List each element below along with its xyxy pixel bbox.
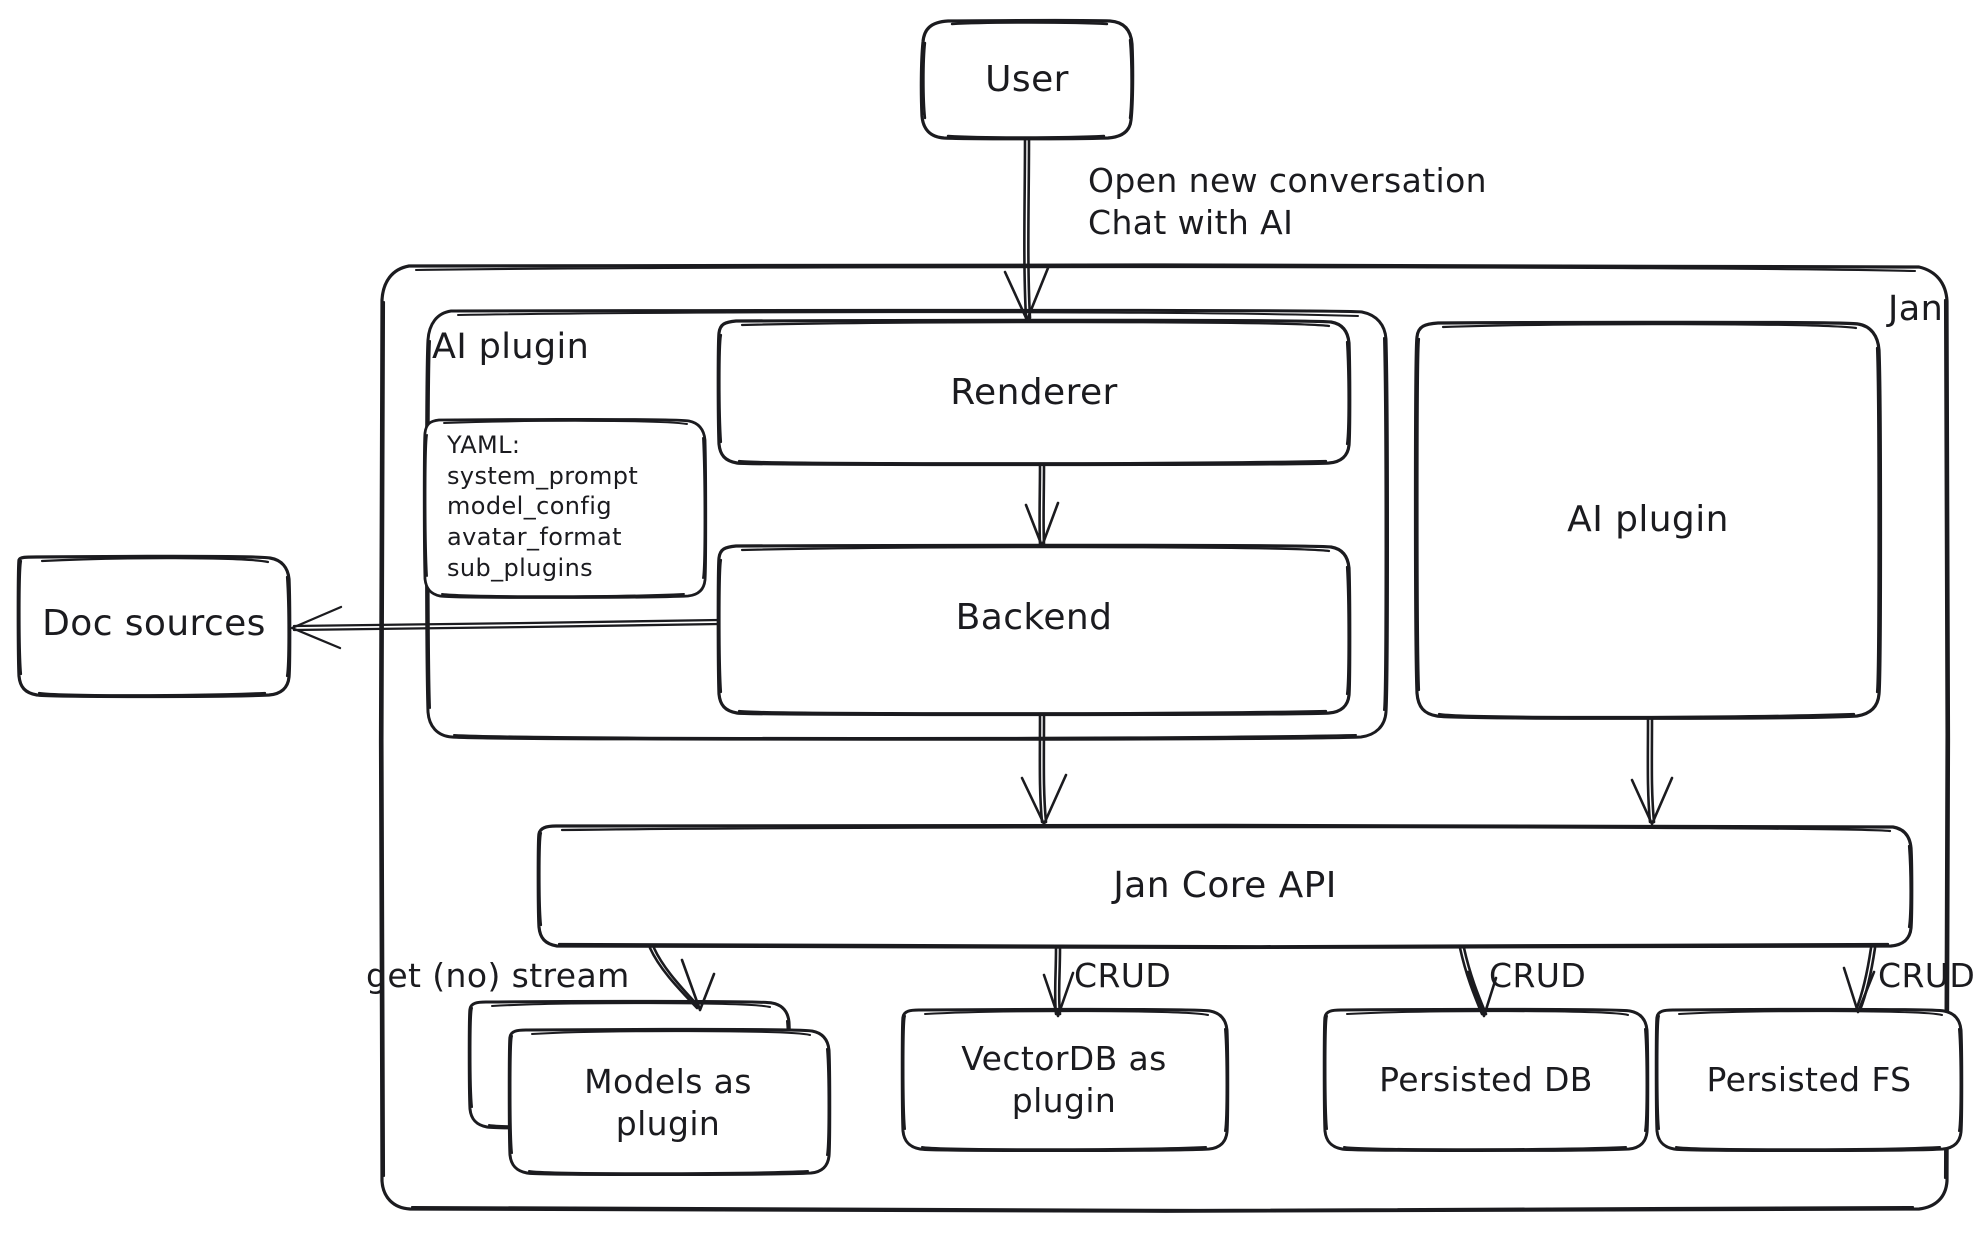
node-renderer-label: Renderer (950, 371, 1118, 413)
edge-core-to-models-label: get (no) stream (366, 956, 630, 995)
node-doc-sources-label: Doc sources (42, 602, 266, 644)
node-jan-core-api-shape[interactable] (536, 823, 1914, 950)
node-renderer-shape[interactable] (716, 318, 1352, 467)
edge-core-to-db-label: CRUD (1489, 956, 1587, 995)
node-ai-plugin-box-label: AI plugin (1567, 498, 1729, 540)
group-ai-plugin-label: AI plugin (432, 327, 590, 367)
node-yaml-box-label: YAML: system_prompt model_config avatar_… (447, 431, 639, 582)
node-backend-label: Backend (955, 596, 1113, 638)
node-doc-sources-shape[interactable] (16, 554, 292, 699)
edge-user-to-renderer-label: Open new conversation Chat with AI (1088, 160, 1487, 244)
node-models-plugin-label: Models as plugin (584, 1061, 752, 1143)
node-persisted-db-shape[interactable] (1322, 1007, 1650, 1152)
group-ai-plugin-shape (425, 308, 1389, 741)
group-jan-container-label: Jan (1888, 289, 1944, 329)
edge-core-to-fs (1842, 946, 1877, 1014)
edge-user-to-renderer (1003, 137, 1050, 322)
edge-core-to-vectordb-label: CRUD (1074, 956, 1172, 995)
node-user-label: User (985, 58, 1069, 100)
node-backend-shape[interactable] (716, 543, 1352, 717)
edge-user-to-renderer-label-text: Open new conversation Chat with AI (1088, 161, 1488, 243)
edge-core-to-vectordb (1042, 946, 1075, 1018)
edge-core-to-models (648, 946, 716, 1012)
node-yaml-box-shape (422, 417, 708, 599)
edge-aiplugin-to-core (1630, 717, 1674, 826)
group-jan-container-shape (378, 263, 1951, 1213)
edge-core-to-db (1458, 946, 1498, 1018)
node-ai-plugin-box-shape[interactable] (1413, 320, 1883, 720)
node-persisted-db-label: Persisted DB (1379, 1059, 1593, 1099)
node-persisted-fs-label: Persisted FS (1706, 1059, 1912, 1099)
node-vectordb-plugin-shape[interactable] (900, 1007, 1230, 1152)
edge-backend-to-doc-sources (290, 605, 721, 650)
node-jan-core-api-label: Jan Core API (1113, 864, 1337, 906)
node-persisted-fs-shape[interactable] (1654, 1007, 1964, 1152)
node-models-plugin-front-shape[interactable] (507, 1027, 832, 1176)
node-vectordb-plugin-label: VectorDB as plugin (961, 1038, 1167, 1120)
edge-renderer-to-backend (1024, 463, 1060, 548)
edge-backend-to-core (1020, 713, 1068, 826)
edge-core-to-fs-label: CRUD (1878, 956, 1976, 995)
node-user-shape[interactable] (919, 18, 1135, 141)
